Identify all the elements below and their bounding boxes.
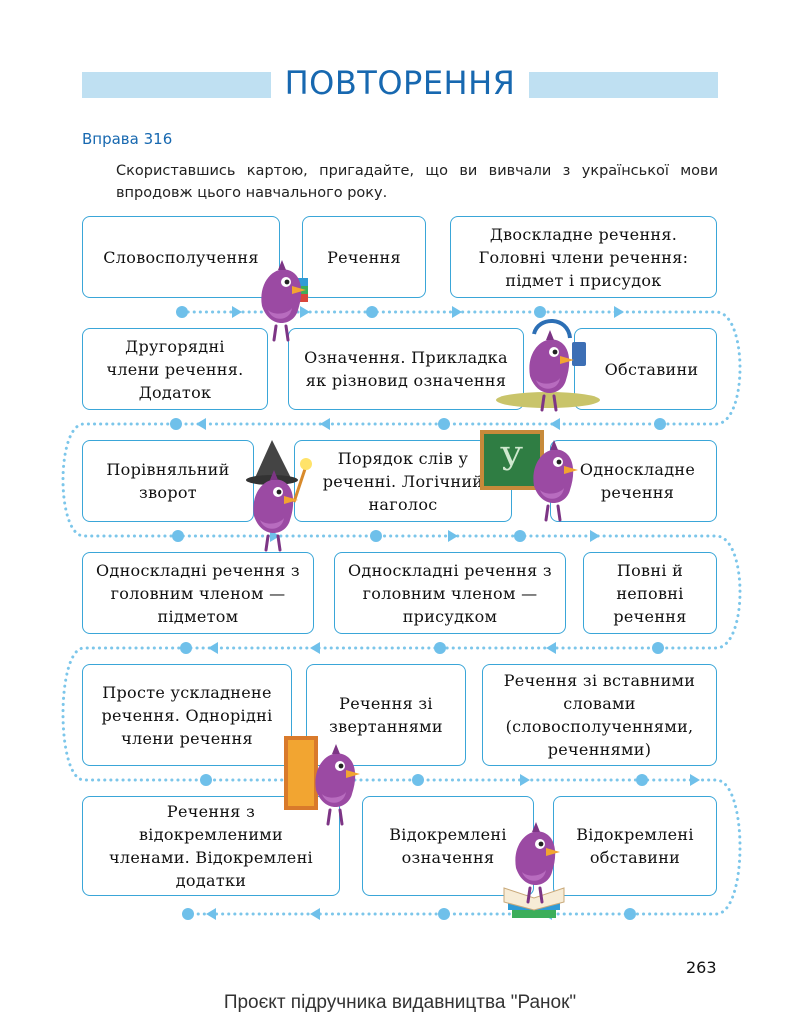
card-obstavyny: Обставини	[574, 328, 717, 410]
card-vidokremleni-chleny: Речення з відокремленими членами. Відокр…	[82, 796, 340, 896]
card-druhoriadni-chleny: Другорядні члени речення. Додаток	[82, 328, 268, 410]
footer-source: Проєкт підручника видавництва "Ранок"	[223, 992, 577, 1013]
card-zvertannia: Речення зі звертаннями	[306, 664, 466, 766]
card-rechennia: Речення	[302, 216, 426, 298]
card-dvoskladne-rechennia: Двоскладне речення. Головні члени реченн…	[450, 216, 717, 298]
card-vidokremleni-obstavyny: Відокремлені обставини	[553, 796, 717, 896]
card-proste-uskladnene: Просте ускладнене речення. Однорідні чле…	[82, 664, 292, 766]
card-vidokremleni-oznachennia: Відокремлені означення	[362, 796, 534, 896]
card-poriadok-sliv: Порядок слів у реченні. Логічний наголос	[294, 440, 512, 522]
card-vstavni-slova: Речення зі вставними словами (словосполу…	[482, 664, 717, 766]
page-title: ПОВТОРЕННЯ	[0, 64, 800, 102]
card-odnoskladni-pidmet: Односкладні речення з головним членом — …	[82, 552, 314, 634]
title-bar-left	[82, 72, 277, 98]
exercise-label: Вправа 316	[82, 130, 173, 148]
card-porivnialnyi-zvorot: Порівняльний зворот	[82, 440, 254, 522]
card-slovospoluchennia: Словосполучення	[82, 216, 280, 298]
card-oznachennia: Означення. Прикладка як різновид означен…	[288, 328, 524, 410]
title-bar-right	[520, 72, 718, 98]
path-nodes	[170, 306, 666, 920]
exercise-instruction: Скориставшись картою, пригадайте, що ви …	[116, 163, 718, 201]
card-povni-nepovni: Повні й неповні речення	[583, 552, 717, 634]
page-number: 263	[686, 958, 717, 977]
card-odnoskladne-rechennia: Односкладне речення	[550, 440, 717, 522]
card-odnoskladni-prysudok: Односкладні речення з головним членом — …	[334, 552, 566, 634]
